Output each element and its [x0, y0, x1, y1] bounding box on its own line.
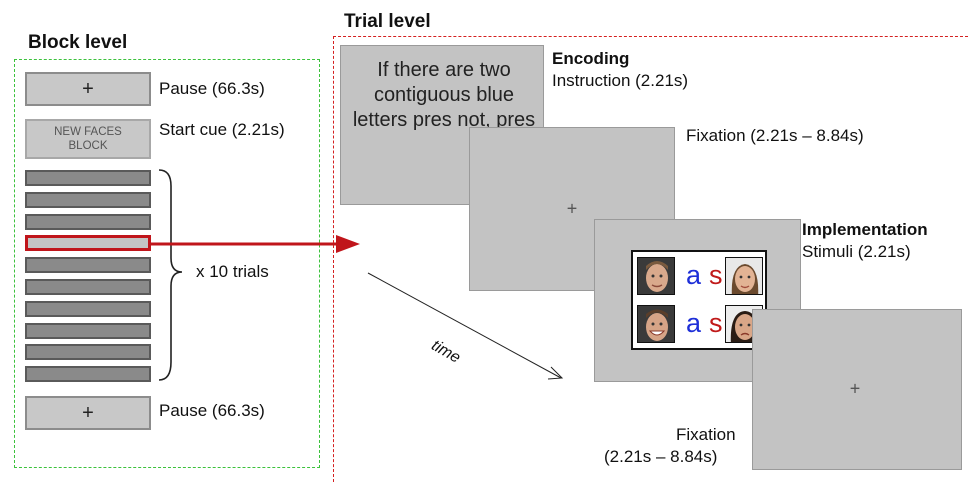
start-cue-label: Start cue (2.21s)	[159, 120, 285, 139]
pause-box-bottom: +	[25, 396, 151, 430]
start-cue-text: NEW FACES BLOCK	[54, 126, 122, 152]
pause-label-bottom: Pause (66.3s)	[159, 401, 265, 420]
time-arrow-head	[547, 366, 564, 380]
stimulus-letter-red: s	[709, 260, 723, 290]
trial-bar	[25, 300, 151, 317]
pause-box-top: +	[25, 72, 151, 106]
implementation-heading: Implementation	[802, 220, 928, 239]
trial-bar	[25, 366, 151, 383]
trial-bar	[25, 322, 151, 339]
trials-label: x 10 trials	[196, 262, 269, 281]
final-fixation-label-line2: (2.21s – 8.84s)	[604, 447, 718, 466]
final-fixation-plus: +	[849, 378, 861, 399]
arrow-head	[336, 235, 360, 253]
final-fixation-screen	[752, 309, 962, 470]
stimulus-letter-red: s	[709, 308, 723, 338]
trial-bar	[25, 191, 151, 208]
trial-level-left-border	[333, 36, 334, 482]
face-image	[637, 305, 675, 343]
fixation-plus: +	[566, 198, 578, 219]
trial-level-heading: Trial level	[344, 11, 431, 32]
trial-bar	[25, 279, 151, 295]
trial-bar	[25, 170, 151, 186]
face-image	[637, 257, 675, 295]
stimulus-letter-blue: a	[686, 308, 702, 338]
final-fixation-label-line1: Fixation	[676, 425, 736, 444]
instruction-text: If there are two contiguous blue letters…	[352, 59, 536, 131]
time-arrow-shaft	[367, 272, 562, 379]
trial-zoom-arrow	[150, 235, 360, 253]
encoding-heading: Encoding	[552, 49, 630, 68]
time-arrow	[367, 272, 564, 380]
block-level-box	[14, 59, 320, 468]
trial-bar	[25, 344, 151, 361]
brace-path	[158, 169, 183, 381]
stimuli-panel: a s a s	[631, 250, 767, 350]
pause-label-top: Pause (66.3s)	[159, 79, 265, 98]
stimuli-label: Stimuli (2.21s)	[802, 242, 911, 261]
start-cue-box: NEW FACES BLOCK	[25, 119, 151, 159]
pause-plus-symbol: +	[82, 77, 94, 100]
trials-brace	[158, 169, 183, 381]
pause-plus-symbol-bottom: +	[82, 401, 94, 424]
trial-level-top-border	[333, 36, 968, 37]
block-level-heading: Block level	[28, 32, 128, 53]
face-image	[725, 257, 763, 295]
stimulus-letter-blue: a	[686, 260, 702, 290]
fixation-label: Fixation (2.21s – 8.84s)	[686, 126, 864, 145]
trial-bar	[25, 213, 151, 230]
trial-bar	[25, 257, 151, 274]
trial-bar-highlighted	[25, 235, 151, 252]
instruction-label: Instruction (2.21s)	[552, 71, 689, 90]
